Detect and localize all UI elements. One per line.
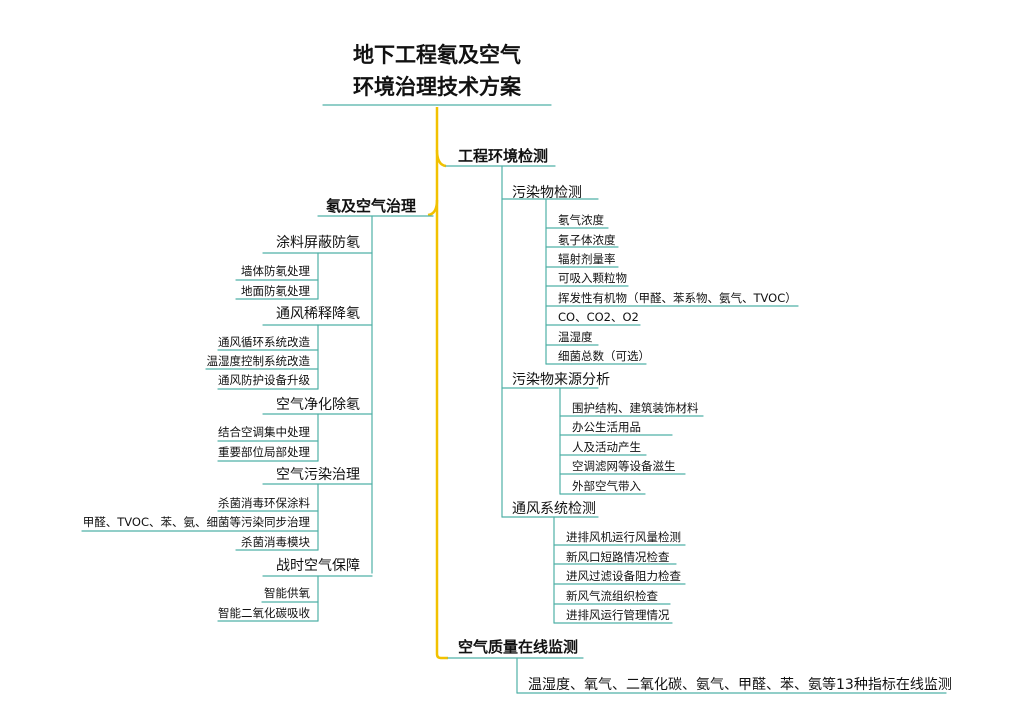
item-humidity-control: 温湿度控制系统改造 — [206, 354, 311, 368]
item-smart-oxygen: 智能供氧 — [264, 586, 310, 600]
item-fresh-air-short: 新风口短路情况检查 — [566, 550, 670, 564]
group-wartime-air: 战时空气保障 — [276, 558, 360, 574]
item-outdoor-air: 外部空气带入 — [572, 479, 641, 493]
branch-radon-air-treatment: 氡及空气治理 — [326, 197, 417, 215]
group-pollutant-source: 污染物来源分析 — [512, 372, 610, 388]
item-floor-radon: 地面防氡处理 — [241, 284, 310, 298]
group-ventilation-detection: 通风系统检测 — [512, 501, 596, 517]
item-filter-resistance: 进风过滤设备阻力检查 — [566, 569, 681, 583]
item-co-co2-o2: CO、CO2、O2 — [558, 310, 639, 324]
item-wall-radon: 墙体防氡处理 — [241, 264, 310, 278]
root-title-line2: 环境治理技术方案 — [353, 75, 521, 99]
group-ventilation-dilution: 通风稀释降氡 — [276, 306, 360, 322]
item-local-treatment: 重要部位局部处理 — [218, 445, 310, 459]
item-vent-management: 进排风运行管理情况 — [566, 608, 670, 622]
item-13-indicators: 温湿度、氧气、二氧化碳、氨气、甲醛、苯、氨等13种指标在线监测 — [528, 677, 952, 693]
item-vent-protection: 通风防护设备升级 — [218, 373, 310, 387]
item-ac-filter: 空调滤网等设备滋生 — [572, 459, 676, 473]
item-office-supplies: 办公生活用品 — [572, 420, 641, 434]
group-air-pollution: 空气污染治理 — [276, 467, 360, 483]
item-disinfection-module: 杀菌消毒模块 — [241, 535, 310, 549]
root-title-line1: 地下工程氡及空气 — [353, 43, 521, 67]
item-radon-progeny: 氡子体浓度 — [558, 233, 616, 247]
item-vent-circulation: 通风循环系统改造 — [218, 335, 310, 349]
item-inhalable-particles: 可吸入颗粒物 — [558, 271, 627, 285]
item-smart-co2: 智能二氧化碳吸收 — [218, 606, 310, 620]
group-air-purification: 空气净化除氡 — [276, 397, 360, 413]
item-fan-airflow: 进排风机运行风量检测 — [566, 530, 681, 544]
group-coating-shield: 涂料屏蔽防氡 — [276, 235, 360, 251]
item-building-materials: 围护结构、建筑装饰材料 — [572, 401, 699, 415]
item-bacteria-total: 细菌总数（可选） — [558, 349, 650, 363]
item-voc: 挥发性有机物（甲醛、苯系物、氨气、TVOC） — [558, 291, 797, 305]
branch-environment-detection: 工程环境检测 — [458, 147, 549, 165]
item-temp-humidity: 温湿度 — [558, 330, 593, 344]
item-antibacterial-coating: 杀菌消毒环保涂料 — [218, 496, 310, 510]
item-human-activity: 人及活动产生 — [572, 440, 641, 454]
item-central-ac: 结合空调集中处理 — [218, 425, 310, 439]
branch-online-monitoring: 空气质量在线监测 — [458, 638, 579, 656]
group-pollutant-detection: 污染物检测 — [512, 185, 582, 201]
item-airflow-organization: 新风气流组织检查 — [566, 589, 658, 603]
item-radon-concentration: 氡气浓度 — [558, 213, 604, 227]
item-pollutant-synchronous: 甲醛、TVOC、苯、氨、细菌等污染同步治理 — [82, 515, 310, 529]
item-radiation-dose: 辐射剂量率 — [558, 252, 616, 266]
